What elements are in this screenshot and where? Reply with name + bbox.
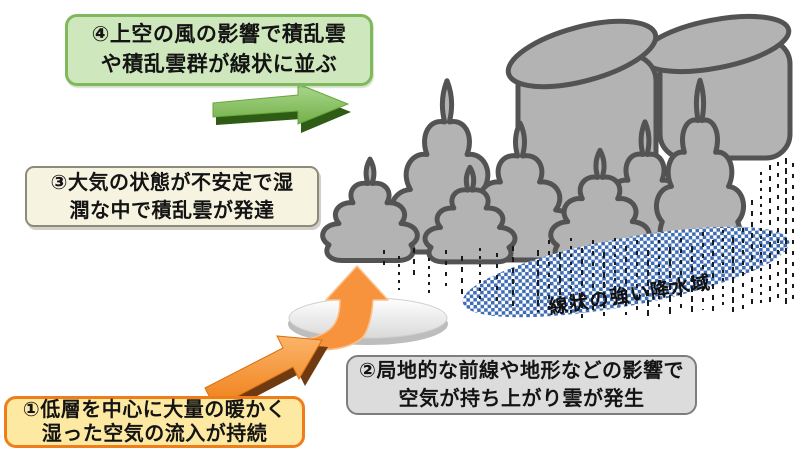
callout-step2-line1: ②局地的な前線や地形などの影響で bbox=[359, 358, 684, 383]
callout-step4-line2: や積乱雲群が線状に並ぶ bbox=[100, 52, 338, 76]
cloud-cluster bbox=[323, 13, 793, 263]
callout-step2-line2: 空気が持ち上がり雲が発生 bbox=[398, 386, 645, 410]
callout-step4: ④上空の風の影響で積乱雲 や積乱雲群が線状に並ぶ bbox=[65, 14, 373, 86]
callout-step4-line1: ④上空の風の影響で積乱雲 bbox=[91, 22, 347, 47]
callout-step3-line1: ③大気の状態が不安定で湿 bbox=[50, 169, 294, 194]
callout-step1-line2: 湿った空気の流入が持続 bbox=[41, 421, 268, 445]
callout-step1: ①低層を中心に大量の暖かく 湿った空気の流入が持続 bbox=[4, 396, 305, 448]
upper-wind-arrow bbox=[212, 83, 351, 133]
callout-step3-line2: 潤な中で積乱雲が発達 bbox=[69, 197, 275, 222]
updraft-arrow bbox=[291, 265, 389, 351]
callout-step3: ③大気の状態が不安定で湿 潤な中で積乱雲が発達 bbox=[25, 166, 319, 227]
callout-step2: ②局地的な前線や地形などの影響で 空気が持ち上がり雲が発生 bbox=[346, 355, 697, 415]
rain-streaks bbox=[383, 158, 794, 318]
cumulus-tower bbox=[323, 159, 418, 260]
callout-step1-line1: ①低層を中心に大量の暖かく bbox=[22, 397, 287, 422]
